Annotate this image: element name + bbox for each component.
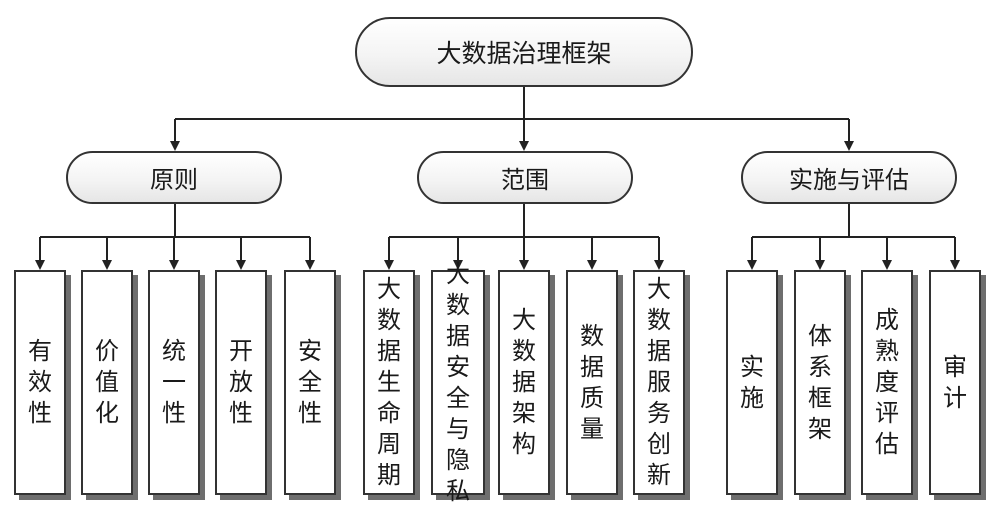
leaf-label: 成熟度评估 [874, 306, 899, 458]
leaf-label: 大数据安全与隐私 [445, 259, 470, 505]
leaf-label: 安全性 [297, 337, 322, 427]
leaf-node: 开放性 [215, 270, 267, 495]
root-label: 大数据治理框架 [436, 39, 612, 68]
leaf-label: 价值化 [94, 337, 119, 427]
leaf-label: 大数据生命周期 [376, 275, 401, 489]
group-node-implementation-evaluation: 实施与评估 [741, 151, 957, 204]
leaf-label: 大数据服务创新 [646, 275, 671, 489]
group-node-scope: 范围 [417, 151, 633, 204]
leaf-label: 数据质量 [579, 321, 604, 443]
leaf-label: 实施 [739, 352, 764, 412]
group-label: 原则 [150, 166, 198, 194]
leaf-node: 价值化 [81, 270, 133, 495]
group-label: 范围 [501, 166, 549, 194]
leaf-label: 体系框架 [807, 321, 832, 443]
leaf-node: 有效性 [14, 270, 66, 495]
leaf-label: 审计 [942, 352, 967, 412]
leaf-node: 大数据生命周期 [363, 270, 415, 495]
leaf-node: 大数据架构 [498, 270, 550, 495]
leaf-node: 审计 [929, 270, 981, 495]
leaf-label: 开放性 [228, 337, 253, 427]
leaf-label: 统一性 [161, 337, 186, 427]
leaf-label: 有效性 [27, 337, 52, 427]
leaf-node: 大数据服务创新 [633, 270, 685, 495]
leaf-node: 成熟度评估 [861, 270, 913, 495]
leaf-node: 统一性 [148, 270, 200, 495]
leaf-label: 大数据架构 [511, 306, 536, 458]
leaf-node: 安全性 [284, 270, 336, 495]
leaf-node: 大数据安全与隐私 [431, 260, 485, 505]
leaf-node: 数据质量 [566, 270, 618, 495]
group-label: 实施与评估 [789, 166, 909, 194]
root-node: 大数据治理框架 [355, 17, 693, 87]
group-node-principles: 原则 [66, 151, 282, 204]
leaf-node: 实施 [726, 270, 778, 495]
leaf-node: 体系框架 [794, 270, 846, 495]
